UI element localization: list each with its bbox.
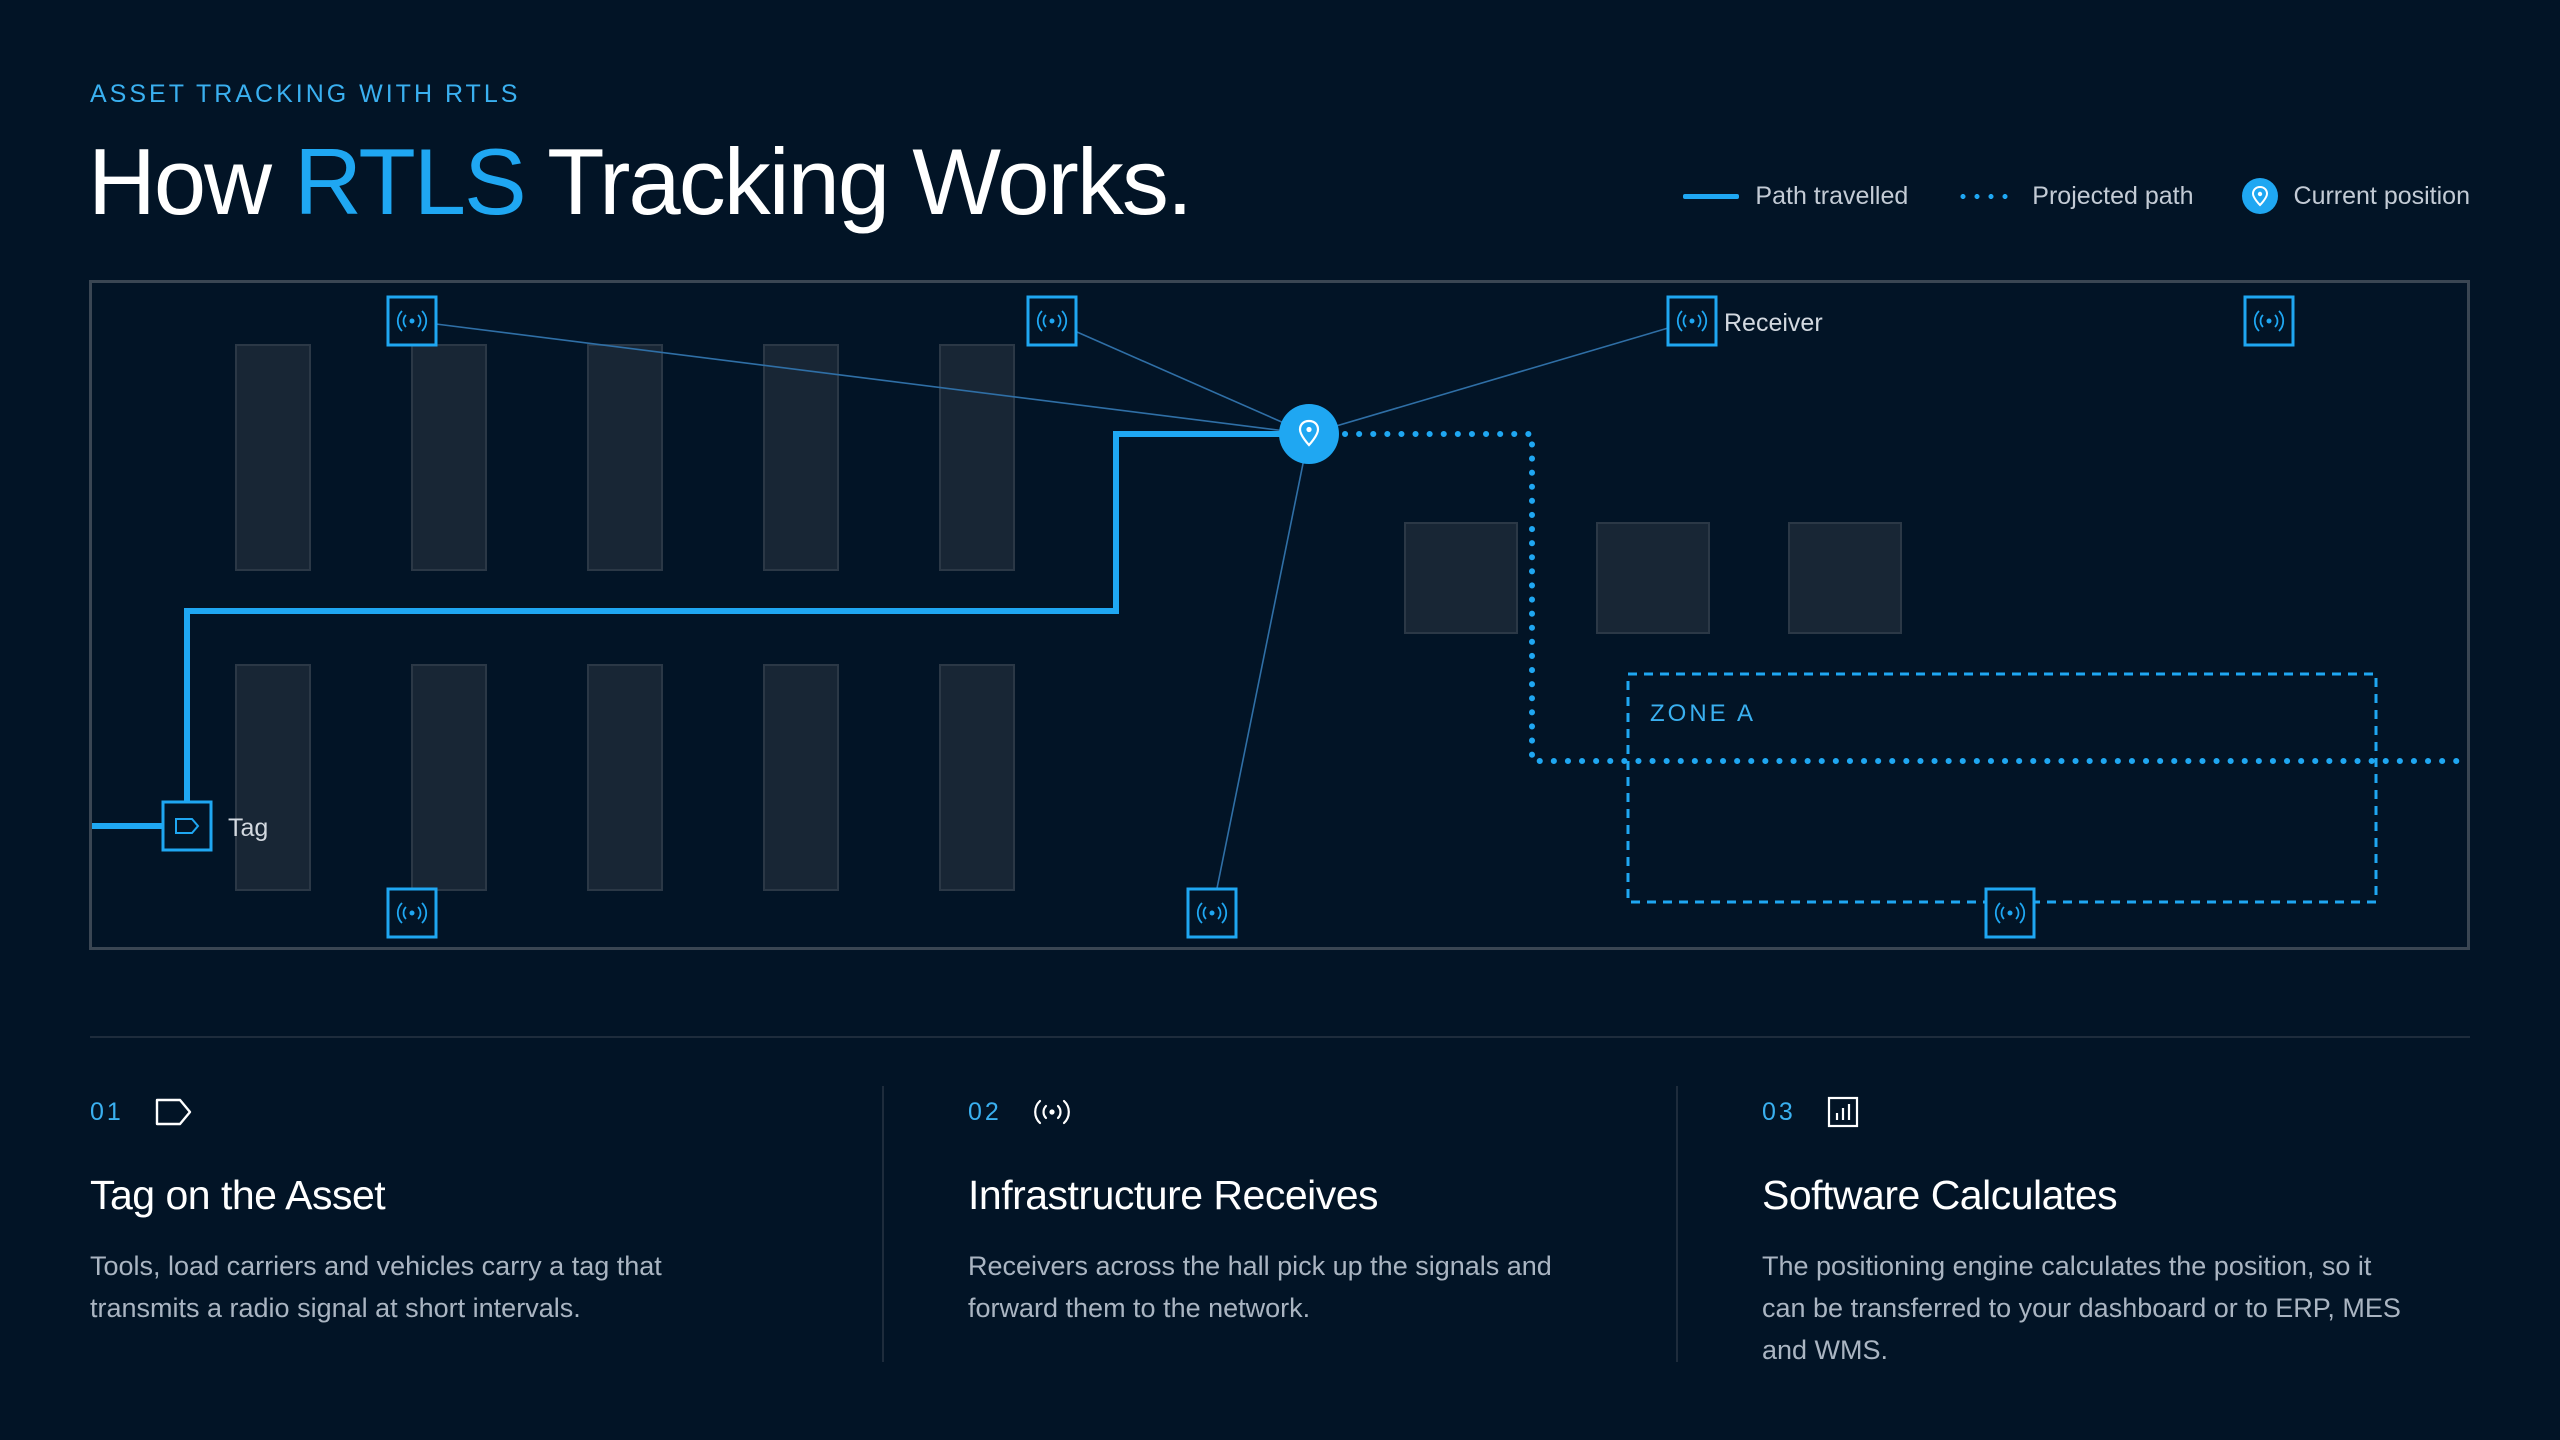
step-description-line: and WMS. [1762, 1335, 1889, 1365]
step-description-line: Tools, load carriers and vehicles carry … [90, 1251, 662, 1281]
step-description: The positioning engine calculates the po… [1762, 1245, 2482, 1371]
projected-path-line [1342, 431, 2473, 764]
step-number: 01 [90, 1097, 124, 1126]
step-2: 02 Infrastructure Receives Receivers acr… [968, 1090, 1688, 1329]
step-3: 03 Software Calculates The positioning e… [1762, 1090, 2482, 1371]
step-1: 01 Tag on the Asset Tools, load carriers… [90, 1090, 810, 1329]
dotted-line-icon [1956, 193, 2017, 199]
legend-item-path-travelled: Path travelled [1683, 182, 1908, 211]
location-pin-icon [2241, 178, 2278, 214]
solid-line-icon [1683, 193, 1740, 199]
step-description: Tools, load carriers and vehicles carry … [90, 1245, 810, 1329]
receiver-icon [386, 887, 438, 939]
storage-blocks [1404, 522, 1902, 634]
step-description-line: can be transferred to your dashboard or … [1762, 1293, 2401, 1323]
legend-label-path-travelled: Path travelled [1755, 181, 1909, 210]
receiver-icon [2243, 295, 2295, 347]
signal-icon [1032, 1092, 1072, 1132]
step-number: 03 [1762, 1097, 1796, 1126]
title-part-1: How [88, 129, 295, 234]
receiver-icon [386, 295, 438, 347]
title-part-2: Tracking Works. [524, 129, 1193, 234]
tag-icon [154, 1092, 194, 1132]
title-accent: RTLS [294, 129, 527, 234]
step-number: 02 [968, 1097, 1002, 1126]
legend-label-projected-path: Projected path [2032, 181, 2194, 210]
receiver-icon [1984, 887, 2036, 939]
eyebrow-label: ASSET TRACKING WITH RTLS [90, 80, 521, 108]
current-position-marker [1279, 404, 1339, 464]
page-title: How RTLS Tracking Works. [88, 128, 1193, 236]
receiver-icon [1026, 295, 1078, 347]
zone-a-label: ZONE A [1650, 700, 1756, 727]
column-separator [882, 1086, 884, 1362]
tag-marker [161, 800, 213, 852]
step-description: Receivers across the hall pick up the si… [968, 1245, 1688, 1329]
column-separator [1676, 1086, 1678, 1362]
step-description-line: forward them to the network. [968, 1293, 1311, 1323]
legend-item-current-position: Current position [2241, 178, 2470, 214]
chart-icon [1826, 1092, 1866, 1132]
signal-lines [411, 320, 1693, 914]
legend-label-current-position: Current position [2293, 181, 2470, 210]
receiver-label: Receiver [1724, 309, 1823, 337]
step-title: Software Calculates [1762, 1172, 2118, 1218]
receiver-icon [1186, 887, 1238, 939]
step-description-line: The positioning engine calculates the po… [1762, 1251, 2372, 1281]
legend: Path travelled Projected path Current po… [1683, 178, 2470, 214]
receiver-icon [1666, 295, 1718, 347]
shelving-racks [235, 344, 1015, 891]
warehouse-floorplan: ZONE A [89, 280, 2473, 950]
step-description-line: transmits a radio signal at short interv… [90, 1293, 581, 1323]
step-title: Infrastructure Receives [968, 1172, 1379, 1218]
legend-item-projected-path: Projected path [1956, 181, 2194, 211]
tag-label: Tag [228, 814, 268, 842]
step-title: Tag on the Asset [90, 1172, 386, 1218]
step-description-line: Receivers across the hall pick up the si… [968, 1251, 1552, 1281]
section-divider [90, 1036, 2470, 1038]
